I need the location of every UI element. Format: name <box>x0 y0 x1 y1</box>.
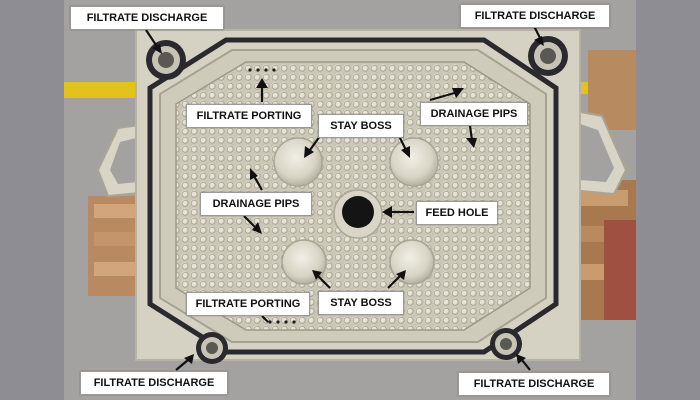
label-filtrate-discharge-bottom-left: FILTRATE DISCHARGE <box>80 371 228 395</box>
label-stay-boss-top: STAY BOSS <box>318 114 404 138</box>
stay-boss-bottom-right <box>389 239 435 285</box>
label-filtrate-discharge-bottom-right: FILTRATE DISCHARGE <box>458 372 610 396</box>
label-filtrate-discharge-top-right: FILTRATE DISCHARGE <box>460 4 610 28</box>
filtrate-discharge-port-bottom-right <box>490 328 522 360</box>
label-drainage-pips-left: DRAINAGE PIPS <box>200 192 312 216</box>
label-filtrate-discharge-top-left: FILTRATE DISCHARGE <box>70 6 224 30</box>
filtrate-porting-holes-bottom <box>268 320 296 324</box>
floor-stripe <box>64 82 144 98</box>
filtrate-discharge-port-top-right <box>528 36 568 76</box>
plate-gasket <box>147 37 559 355</box>
filtrate-discharge-port-bottom-left <box>196 332 228 364</box>
callout-arrows <box>145 25 544 371</box>
filtrate-porting-holes-top <box>248 68 276 72</box>
stay-boss-top-right <box>389 137 439 187</box>
filtrate-discharge-port-top-left <box>146 40 186 80</box>
label-filtrate-porting-top: FILTRATE PORTING <box>186 104 312 128</box>
label-filtrate-porting-bottom: FILTRATE PORTING <box>186 292 310 316</box>
label-stay-boss-bottom: STAY BOSS <box>318 291 404 315</box>
label-feed-hole: FEED HOLE <box>416 201 498 225</box>
label-drainage-pips-right: DRAINAGE PIPS <box>420 102 528 126</box>
stay-boss-top-left <box>273 137 323 187</box>
feed-hole <box>342 196 374 228</box>
